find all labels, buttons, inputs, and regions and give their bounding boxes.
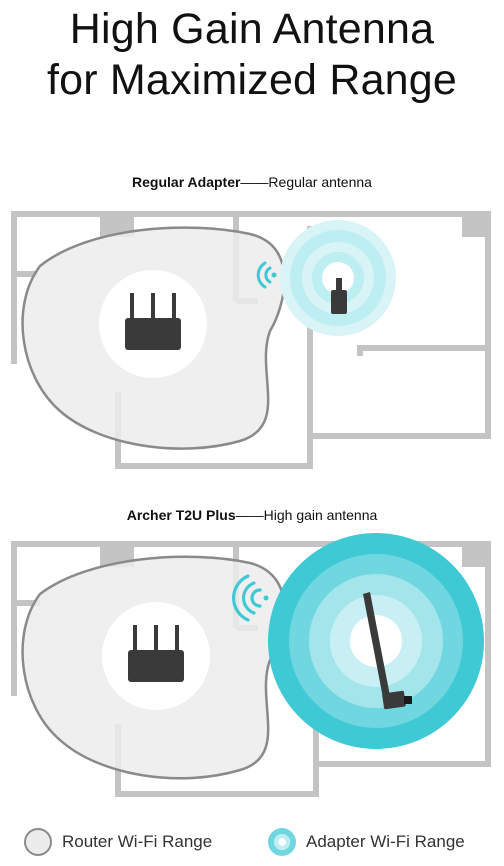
high-gain-antenna-icon <box>363 592 412 710</box>
usb-adapter-icon <box>331 278 347 314</box>
headline: High Gain Antenna for Maximized Range <box>0 4 504 106</box>
legend-router: Router Wi-Fi Range <box>24 828 212 856</box>
pillar-right <box>462 211 488 237</box>
panel-1-separator: —— <box>240 174 269 190</box>
router-icon <box>125 293 181 350</box>
legend: Router Wi-Fi Range Adapter Wi-Fi Range <box>0 824 504 860</box>
adapter-range-swatch <box>268 828 296 856</box>
wifi-signal-icon <box>231 574 262 622</box>
router-range-swatch <box>24 828 52 856</box>
panel-2-separator: —— <box>235 507 264 523</box>
panel-1-caption: Regular Adapter——Regular antenna <box>0 174 504 190</box>
panel-1-title-bold: Regular Adapter <box>132 174 241 190</box>
wifi-dot <box>263 595 269 601</box>
legend-router-label: Router Wi-Fi Range <box>62 832 213 851</box>
legend-adapter: Adapter Wi-Fi Range <box>268 828 465 856</box>
panel-2-title-bold: Archer T2U Plus <box>126 507 236 523</box>
headline-line-1: High Gain Antenna <box>69 5 435 53</box>
panel-2-caption: Archer T2U Plus——High gain antenna <box>0 507 504 523</box>
legend-adapter-label: Adapter Wi-Fi Range <box>306 832 465 851</box>
pillar-right <box>462 541 488 567</box>
router-icon <box>128 625 184 682</box>
panel-2-floorplan <box>11 533 491 797</box>
wifi-dot <box>271 272 277 278</box>
panel-1-floorplan <box>11 211 491 469</box>
wifi-signal-icon <box>256 261 272 289</box>
panel-1-title-rest: Regular antenna <box>268 174 372 190</box>
panel-2-title-rest: High gain antenna <box>263 507 378 523</box>
headline-line-2: for Maximized Range <box>46 56 458 104</box>
